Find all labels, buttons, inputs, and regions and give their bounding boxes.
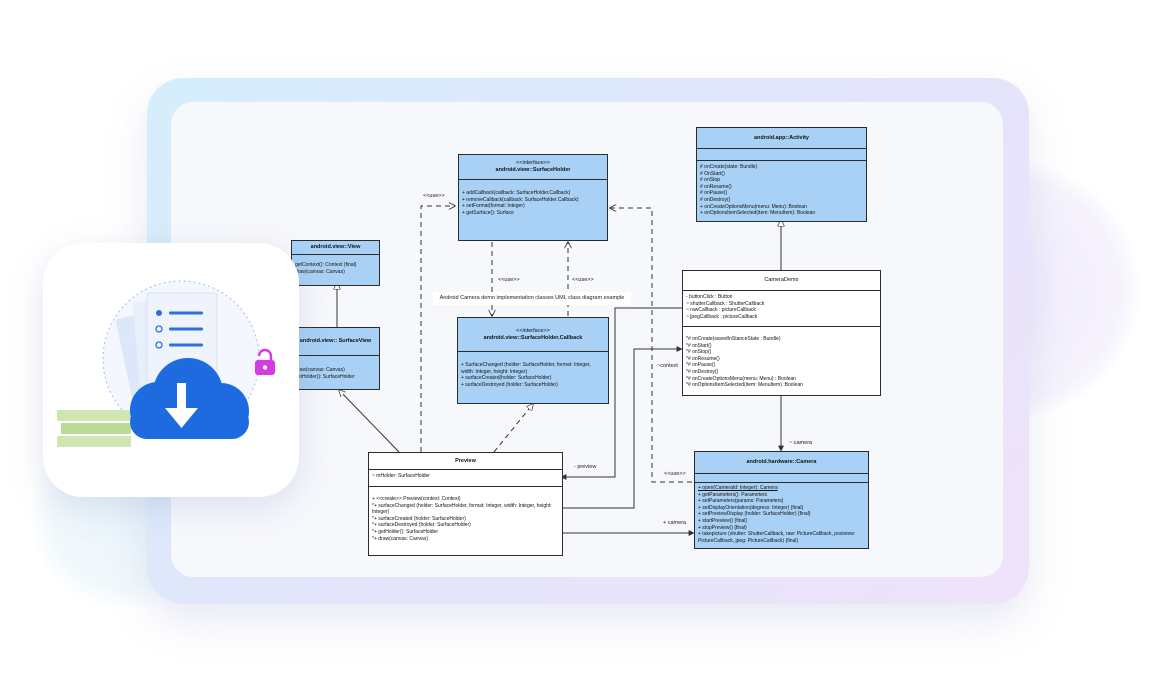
method-line: + setPreviewDisplay (holder: SurfaceHold… xyxy=(698,511,811,518)
method-line: # onPause() xyxy=(700,190,728,197)
class-activity-attrs xyxy=(697,149,866,160)
edge-label-preview: - preview xyxy=(574,464,597,470)
class-preview-name: Preview xyxy=(455,457,476,464)
method-line: *# onCreate(savedInStanceState : Bundle) xyxy=(686,336,781,342)
attribute-line: ~ rawCallback : pictureCallback xyxy=(686,307,756,314)
method-line: *# onStart() xyxy=(686,342,712,349)
class-view-methods: getContext(): Context {final} draw(canva… xyxy=(292,255,379,278)
method-line: + removeCallback(callback: SurfaceHolder… xyxy=(462,196,579,203)
class-callback-methods: + SurfaceChanged (holder: SurfaceHolder,… xyxy=(458,352,608,391)
edge-preview-callback xyxy=(493,404,533,453)
class-surface-view[interactable]: android.view:: SurfaceView draw(canvas: … xyxy=(291,327,380,390)
method-line: + setFormat(format: Integer) xyxy=(462,203,525,210)
diagram-canvas: android.app::Activity # onCreate(state: … xyxy=(171,102,1003,577)
class-surface-holder-name: android.view::SurfaceHolder xyxy=(495,167,571,173)
edge-label-camera-composition: ~ camera xyxy=(789,440,813,446)
class-surface-view-name: android.view:: SurfaceView xyxy=(299,338,372,344)
method-line: # onResume() xyxy=(700,183,732,190)
method-line: *# onPause() xyxy=(686,362,716,369)
method-line: + <<create>> Preview(context: Context) xyxy=(372,496,461,502)
class-camera-attrs xyxy=(695,474,868,482)
class-callback-name: android.view::SurfaceHolder.Callback xyxy=(483,334,583,341)
method-line: + setDisplayOrientation(degress: Integer… xyxy=(698,504,804,511)
method-line: # onDestroy() xyxy=(700,196,731,203)
method-line: *+ draw(canvas: Canvas) xyxy=(372,535,428,542)
method-line: *+ getHolder(): SurfaceHolder xyxy=(372,528,439,535)
method-line: + setParameters(params: Parameters) xyxy=(698,498,784,505)
edge-label-use: <<use>> xyxy=(498,277,520,283)
class-camera-name: android.hardware::Camera xyxy=(746,459,817,465)
method-line: *+ surfaceCreated (holder: SurfaceHolder… xyxy=(372,515,466,522)
class-activity-methods: # onCreate(state: Bundle) # OnStart() # … xyxy=(697,160,866,220)
class-activity[interactable]: android.app::Activity # onCreate(state: … xyxy=(696,127,867,222)
method-line: draw(canvas: Canvas) xyxy=(295,367,345,373)
edge-preview-surfaceview xyxy=(339,390,400,453)
method-line: + startPreview() {final} xyxy=(698,517,748,524)
method-line: + takepicture (shutter: ShutterCallback,… xyxy=(698,531,856,544)
method-line: + getParameters(): Parameters xyxy=(698,491,768,498)
method-line: *+ surfaceChanged (holder: SurfaceHolder… xyxy=(372,502,552,516)
class-surface-holder-callback[interactable]: <<interface>> android.view::SurfaceHolde… xyxy=(457,317,609,404)
edge-preview-camerademo-context xyxy=(553,346,683,511)
edge-camera-holder-use xyxy=(610,208,692,483)
class-preview[interactable]: Preview ~ mHolder: SurfaceHolder + <<cre… xyxy=(368,452,563,556)
class-camera-demo[interactable]: CameraDemo - buttonClick : Button ~ shut… xyxy=(682,270,881,396)
method-line: # onStop xyxy=(700,177,721,184)
class-camera-demo-name: CameraDemo xyxy=(764,277,799,283)
class-surface-holder-methods: + addCallback(callback: SurfaceHolder.Ca… xyxy=(459,180,607,219)
edge-label-camera-association: + camera xyxy=(663,520,687,526)
method-line: + surfaceDestroyed (holder: SurfaceHolde… xyxy=(461,381,558,388)
method-line: + surfaceCreated(holder: SurfaceHolder) xyxy=(461,375,552,382)
edge-label-use: <<use>> xyxy=(572,277,594,283)
diagram-caption: Android Camera demo implementation class… xyxy=(433,292,631,305)
method-line: *# onOptionsItemSelected(item: MenuItem)… xyxy=(686,382,804,389)
class-activity-name: android.app::Activity xyxy=(753,134,809,141)
download-app-card[interactable] xyxy=(43,243,299,497)
method-line: + getSurface(): Surface xyxy=(462,209,514,216)
method-line: + onOptionsItemSelected(item: MenuItem):… xyxy=(700,210,816,217)
method-line: # OnStart() xyxy=(700,170,725,177)
download-cloud-icon xyxy=(57,280,275,447)
method-line: + addCallback(callback: SurfaceHolder.Ca… xyxy=(462,190,571,196)
padlock-icon xyxy=(255,348,275,375)
edge-label-use: <<use>> xyxy=(423,193,445,199)
diagram-connectors xyxy=(171,102,1003,536)
attribute-line: ~ mHolder: SurfaceHolder xyxy=(372,473,430,479)
attribute-line: ~ jpegCallback : pictureCallback xyxy=(686,313,758,320)
class-camera[interactable]: android.hardware::Camera + open(CameraId… xyxy=(694,451,869,549)
class-surface-holder[interactable]: <<interface>> android.view::SurfaceHolde… xyxy=(458,154,608,241)
attribute-line: ~ shutterCallback : ShutterCallback xyxy=(686,300,765,307)
method-line: *# onCreateOptionsMenu(menu: Menu) : Boo… xyxy=(686,375,797,382)
method-line: + stopPreview() {final} xyxy=(698,524,747,531)
class-preview-methods: + <<create>> Preview(context: Context) *… xyxy=(369,486,562,545)
class-view[interactable]: android.view::View getContext(): Context… xyxy=(291,240,380,286)
class-camera-methods: + open(CameraId: Integer): Camera + getP… xyxy=(695,482,868,547)
attribute-line: - buttonClick : Button xyxy=(686,294,733,300)
edge-label-context: ~context xyxy=(657,363,678,369)
class-callback-stereotype: <<interface>> xyxy=(516,327,550,334)
class-view-name: android.view::View xyxy=(310,244,361,250)
edge-label-use: <<use>> xyxy=(664,471,686,477)
method-line: + onCreateOptionsMenu(menu: Menu): Boole… xyxy=(700,203,807,210)
method-line: + SurfaceChanged (holder: SurfaceHolder,… xyxy=(461,362,591,375)
method-line: *# onResume() xyxy=(686,355,720,362)
class-preview-attrs: ~ mHolder: SurfaceHolder xyxy=(369,470,562,486)
class-surface-holder-stereotype: <<interface>> xyxy=(516,160,550,166)
class-camera-demo-attrs: - buttonClick : Button ~ shutterCallback… xyxy=(683,291,880,326)
method-line: # onCreate(state: Bundle) xyxy=(700,164,758,170)
method-line: getHolder(): SurfaceHolder xyxy=(295,373,355,380)
method-line-static: + open(CameraId: Integer): Camera xyxy=(698,485,778,491)
method-line: *# onDestroy() xyxy=(686,368,719,375)
edge-preview-holder-use xyxy=(420,206,455,452)
method-line: getContext(): Context {final} xyxy=(295,262,357,268)
method-line: *+ surfaceDestroyed (holder: SurfaceHold… xyxy=(372,522,471,529)
class-surface-view-methods: draw(canvas: Canvas) getHolder(): Surfac… xyxy=(292,356,379,383)
method-line: draw(canvas: Canvas) xyxy=(295,268,345,275)
method-line: *# onStop() xyxy=(686,349,712,356)
class-camera-demo-methods: *# onCreate(savedInStanceState : Bundle)… xyxy=(683,326,880,392)
